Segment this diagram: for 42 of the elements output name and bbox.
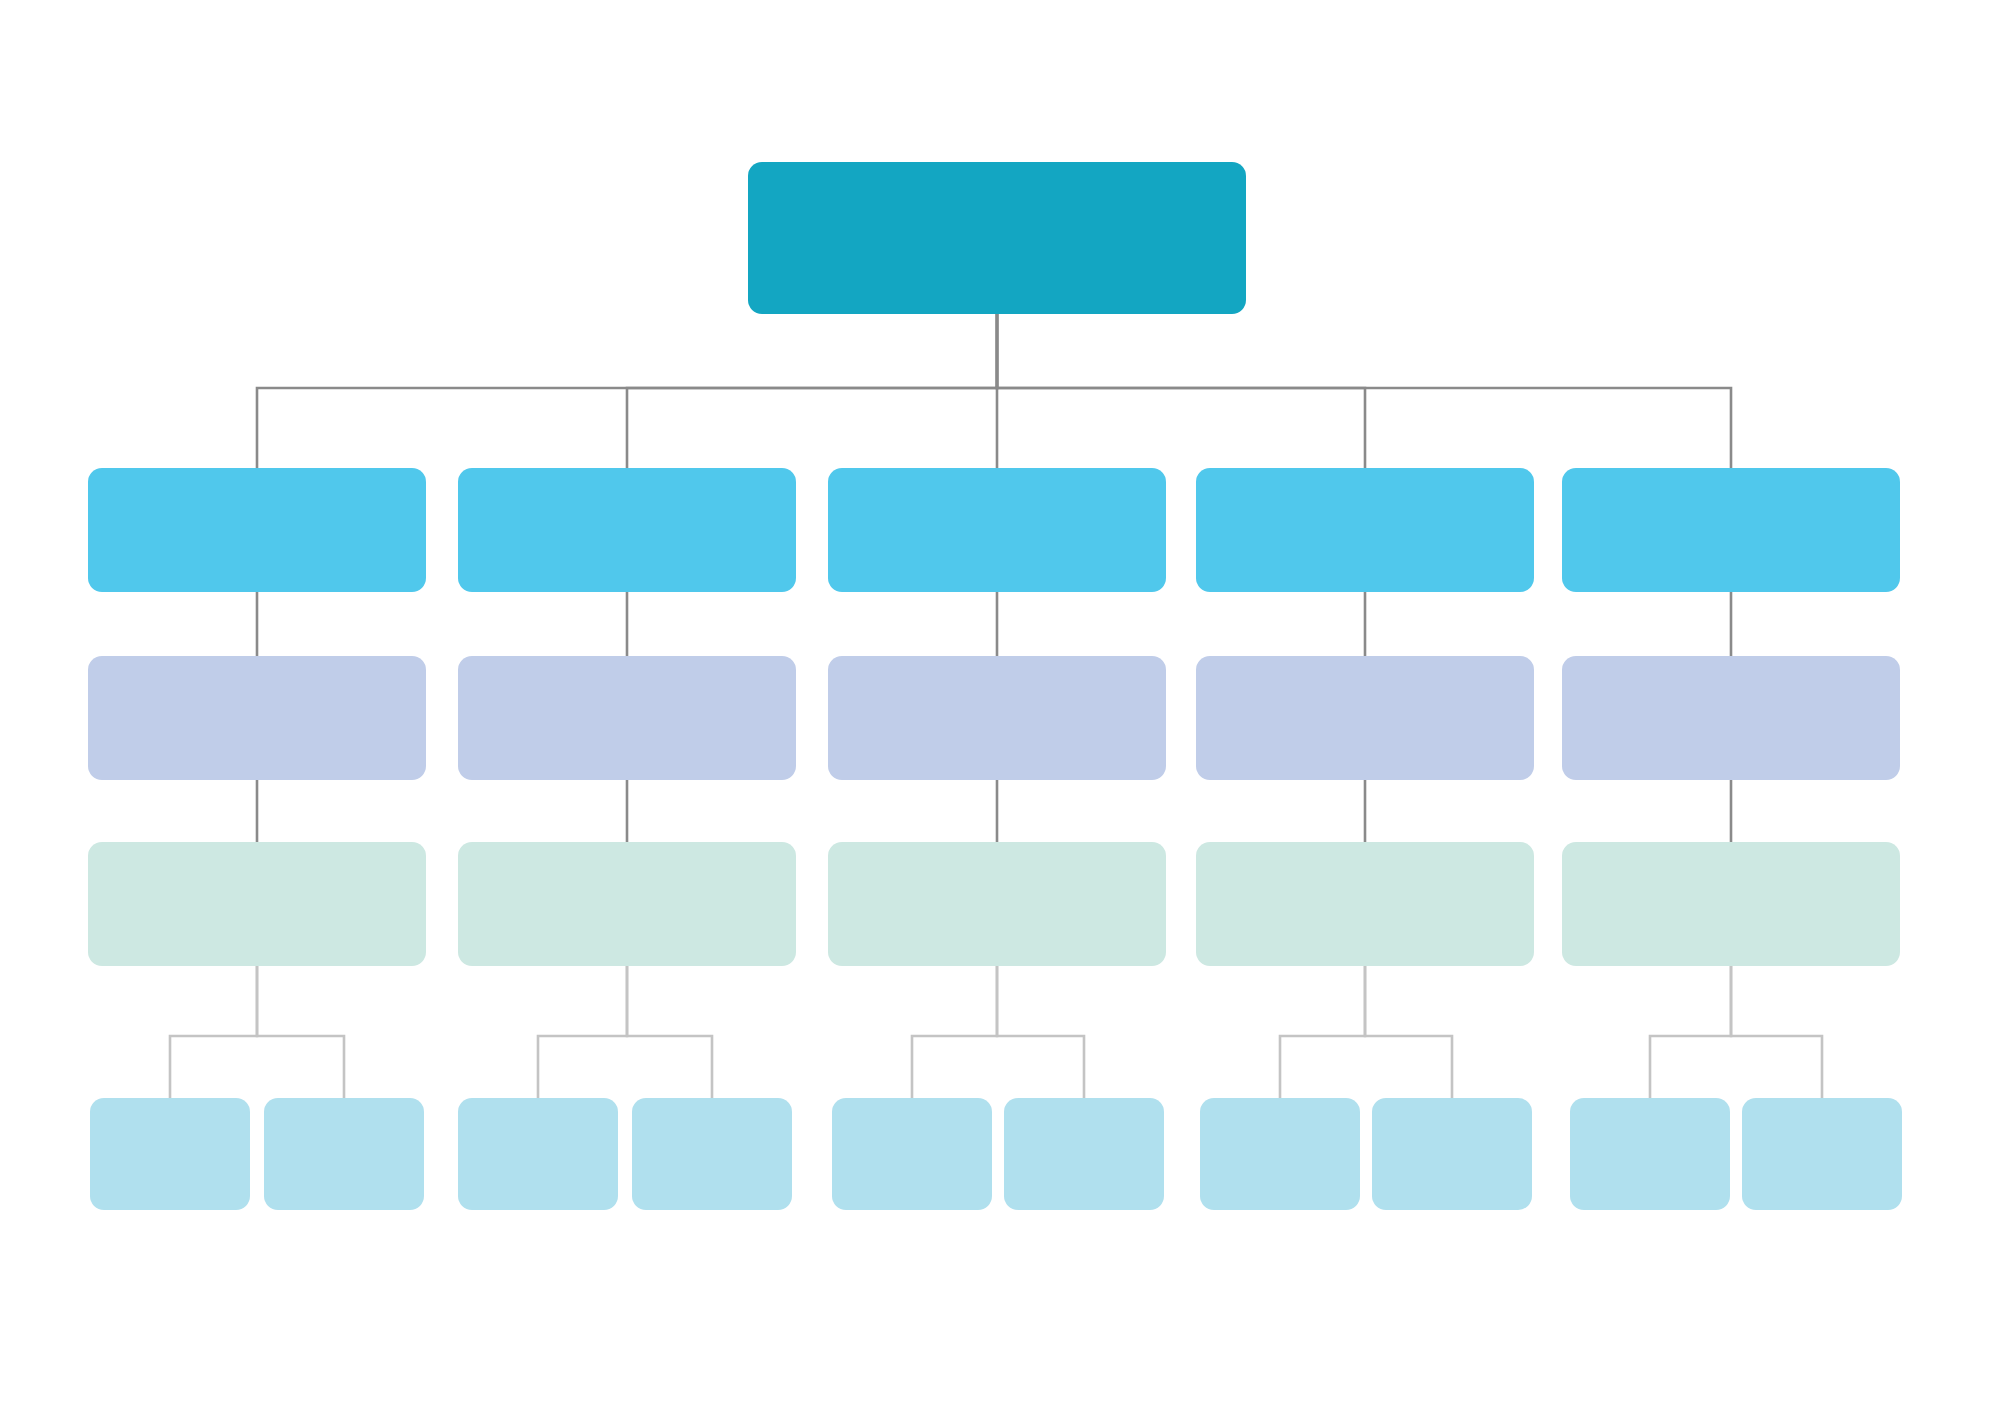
connector-line bbox=[1363, 780, 1367, 842]
connector-line bbox=[995, 314, 1733, 468]
org-chart-box bbox=[748, 162, 1246, 314]
org-chart-box bbox=[1200, 1098, 1360, 1210]
org-chart-box bbox=[88, 842, 426, 966]
org-chart-box bbox=[1562, 468, 1900, 592]
org-chart-box bbox=[1372, 1098, 1532, 1210]
org-chart-box bbox=[1562, 842, 1900, 966]
org-chart-box bbox=[1562, 656, 1900, 780]
org-chart-box bbox=[264, 1098, 424, 1210]
org-chart-box bbox=[458, 1098, 618, 1210]
connector-line bbox=[1729, 780, 1733, 842]
connector-line bbox=[995, 780, 999, 842]
org-chart-box bbox=[90, 1098, 250, 1210]
org-chart-box bbox=[458, 656, 796, 780]
org-chart-box bbox=[1196, 656, 1534, 780]
org-chart-box bbox=[1004, 1098, 1164, 1210]
org-chart-box bbox=[1196, 468, 1534, 592]
connector-line bbox=[625, 966, 714, 1098]
org-chart-box bbox=[828, 842, 1166, 966]
org-chart-box bbox=[1742, 1098, 1902, 1210]
org-chart-box bbox=[1196, 842, 1534, 966]
connector-line bbox=[255, 966, 346, 1098]
org-chart-box bbox=[632, 1098, 792, 1210]
org-chart-box bbox=[828, 468, 1166, 592]
connector-line bbox=[995, 592, 999, 656]
connector-line bbox=[1363, 592, 1367, 656]
org-chart-box bbox=[88, 656, 426, 780]
connector-line bbox=[995, 966, 1086, 1098]
connector-line bbox=[1363, 966, 1454, 1098]
org-chart-box bbox=[828, 656, 1166, 780]
org-chart-box bbox=[88, 468, 426, 592]
org-chart-box bbox=[458, 468, 796, 592]
connector-line bbox=[625, 592, 629, 656]
org-chart-box bbox=[832, 1098, 992, 1210]
connector-line bbox=[1729, 966, 1824, 1098]
connector-line bbox=[1729, 592, 1733, 656]
connector-line bbox=[255, 592, 259, 656]
connector-line bbox=[625, 780, 629, 842]
org-chart-box bbox=[1570, 1098, 1730, 1210]
connector-line bbox=[255, 780, 259, 842]
org-chart-box bbox=[458, 842, 796, 966]
